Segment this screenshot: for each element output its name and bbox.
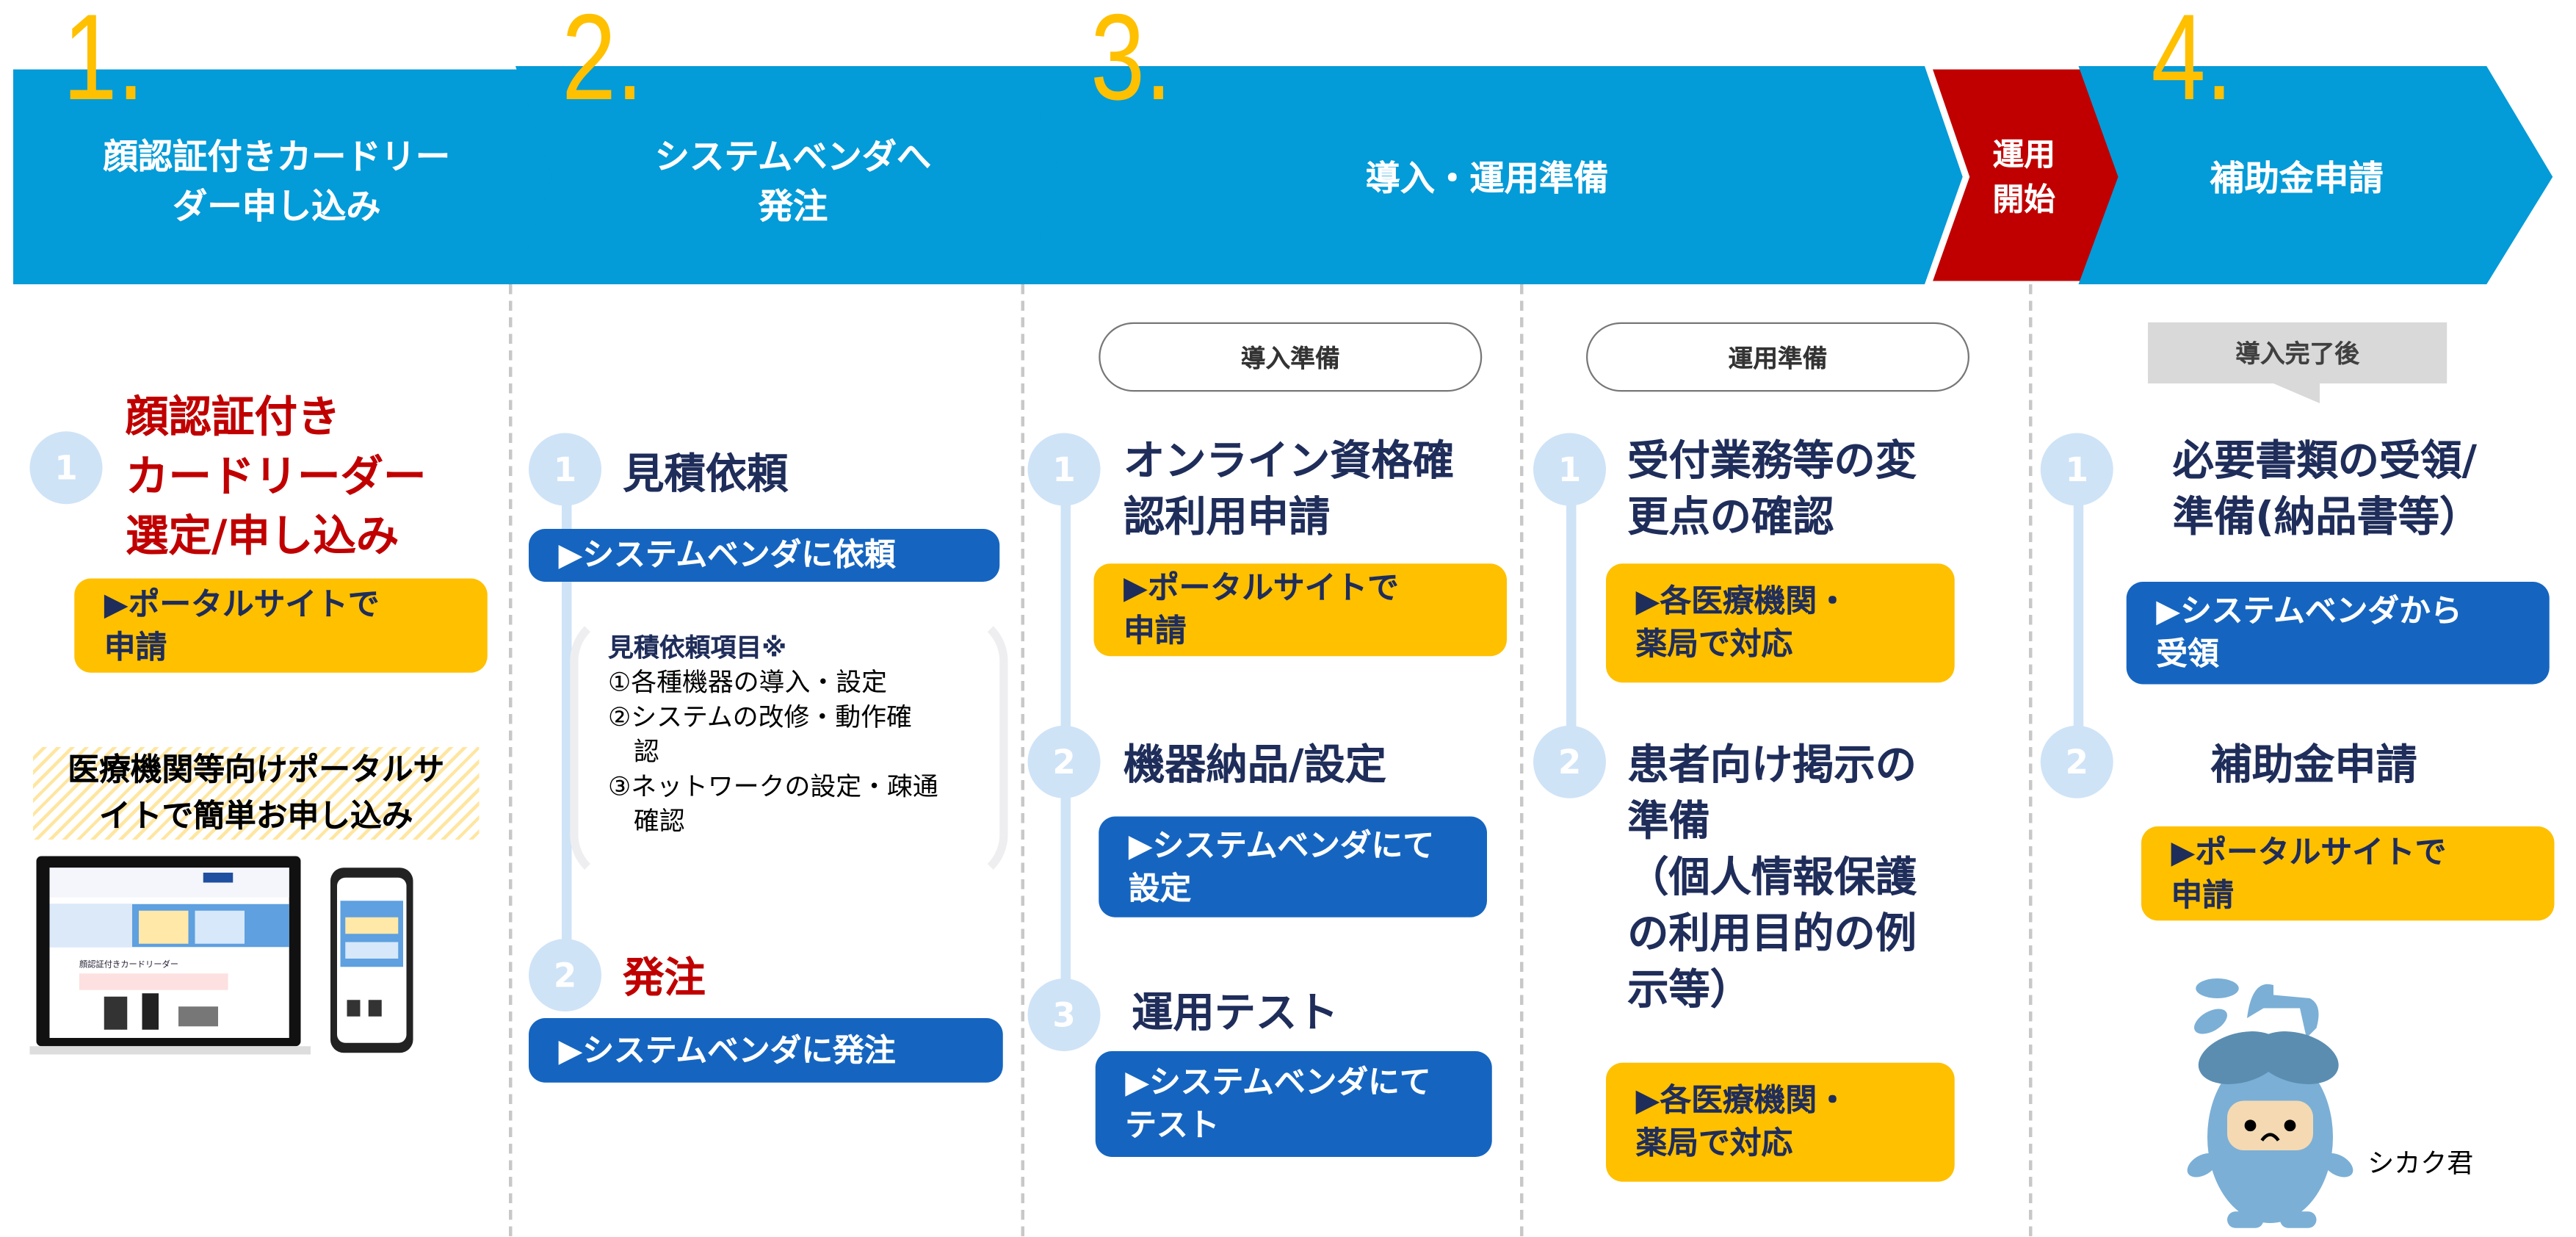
divider [2029,284,2033,1236]
note-line: ①各種機器の導入・設定 [608,668,888,698]
col5-title-2: 補助金申請 [2210,740,2417,789]
col5-header-callout [2148,322,2447,403]
estimate-items-bracket [570,611,1008,884]
step-circle: 2 [529,939,601,1011]
step-number-4: 4. [2151,0,2233,126]
svg-text:顔認証付きカードリーダー: 顔認証付きカードリーダー [79,959,178,969]
col4-title-1: 受付業務等の変 更点の確認 [1627,436,1917,541]
step-circle: 1 [1533,433,1606,506]
col3-title-1: オンライン資格確 認利用申請 [1124,436,1455,541]
col2-action-box-2: ▶システムベンダに発注 [529,1018,1003,1083]
step-circle: 1 [529,433,601,506]
divider [1520,284,1524,1236]
step-circle: 1 [1027,433,1101,506]
step-number-3: 3. [1090,0,1173,126]
step-circle: 2 [1027,725,1101,798]
col1-action-box: ▶ポータルサイトで 申請 [74,578,488,673]
timeline-line [562,471,572,984]
step-label-1: 顔認証付きカードリー ダー申し込み [103,137,451,227]
note-line: ②システムの改修・動作確 認 [608,702,912,767]
step-circle: 3 [1027,978,1101,1051]
col5-title-1: 必要書類の受領/ 準備(納品書等） [2172,436,2481,541]
divider [1021,284,1024,1236]
col2-title-1: 見積依頼 [623,450,789,498]
step-arrow-4 [2078,66,2553,284]
step-circle: 2 [1533,725,1606,798]
col1-title: 顔認証付き カードリーダー 選定/申し込み [126,393,427,563]
timeline-line [1566,471,1577,769]
col5-action-box-1: ▶システムベンダから 受領 [2126,582,2550,685]
step-label-4: 補助金申請 [2210,157,2384,198]
col3-action-box-2: ▶システムベンダにて 設定 [1099,816,1487,917]
col3-action-box-3: ▶システムベンダにて テスト [1095,1051,1492,1157]
col3-title-2: 機器納品/設定 [1124,740,1387,789]
col4-title-2: 患者向け掲示の 準備 （個人情報保護 の利用目的の例 示等） [1627,740,1917,1014]
step-circle: 2 [2040,725,2113,798]
timeline-line [2073,471,2084,769]
step-circle: 1 [29,431,103,505]
col3-title-3: 運用テスト [1132,988,1339,1036]
note-line: ③ネットワークの設定・疎通 確認 [608,771,938,837]
step-arrows [13,62,2553,288]
step-arrow-3 [1024,66,1976,284]
step-label-3: 導入・運用準備 [1365,157,1609,198]
step-label-start: 運用 開始 [1992,136,2055,217]
step-arrow-1 [13,69,562,284]
col2-action-box-1: ▶システムベンダに依頼 [529,529,1000,582]
col5-action-box-2: ▶ポータルサイトで 申請 [2141,826,2555,921]
estimate-items-note: 見積依頼項目※ ①各種機器の導入・設定 ②システムの改修・動作確 認 ③ネットワ… [608,632,1005,840]
mascot-shikaku-kun [2187,978,2354,1228]
step-circle: 1 [2040,433,2113,506]
col4-action-box-2: ▶各医療機関・ 薬局で対応 [1606,1062,1955,1182]
step-arrow-2 [515,66,1071,284]
mascot-name: シカク君 [2367,1147,2474,1179]
col4-action-box-1: ▶各医療機関・ 薬局で対応 [1606,563,1955,683]
col4-header-pill: 運用準備 [1586,322,1969,392]
col3-header-pill: 導入準備 [1099,322,1483,392]
note-title: 見積依頼項目※ [608,632,787,663]
step-label-2: システムベンダへ 発注 [654,137,932,227]
step-number-2: 2. [562,0,644,126]
divider [509,284,513,1236]
col3-action-box-1: ▶ポータルサイトで 申請 [1093,563,1507,657]
portal-caption: 医療機関等向けポータルサ イトで簡単お申し込み [33,747,480,840]
col5-header: 導入完了後 [2235,339,2359,369]
col2-title-2: 発注 [623,953,706,1002]
portal-devices-image: 顔認証付きカードリーダー [29,856,413,1055]
step-number-1: 1. [62,0,145,126]
